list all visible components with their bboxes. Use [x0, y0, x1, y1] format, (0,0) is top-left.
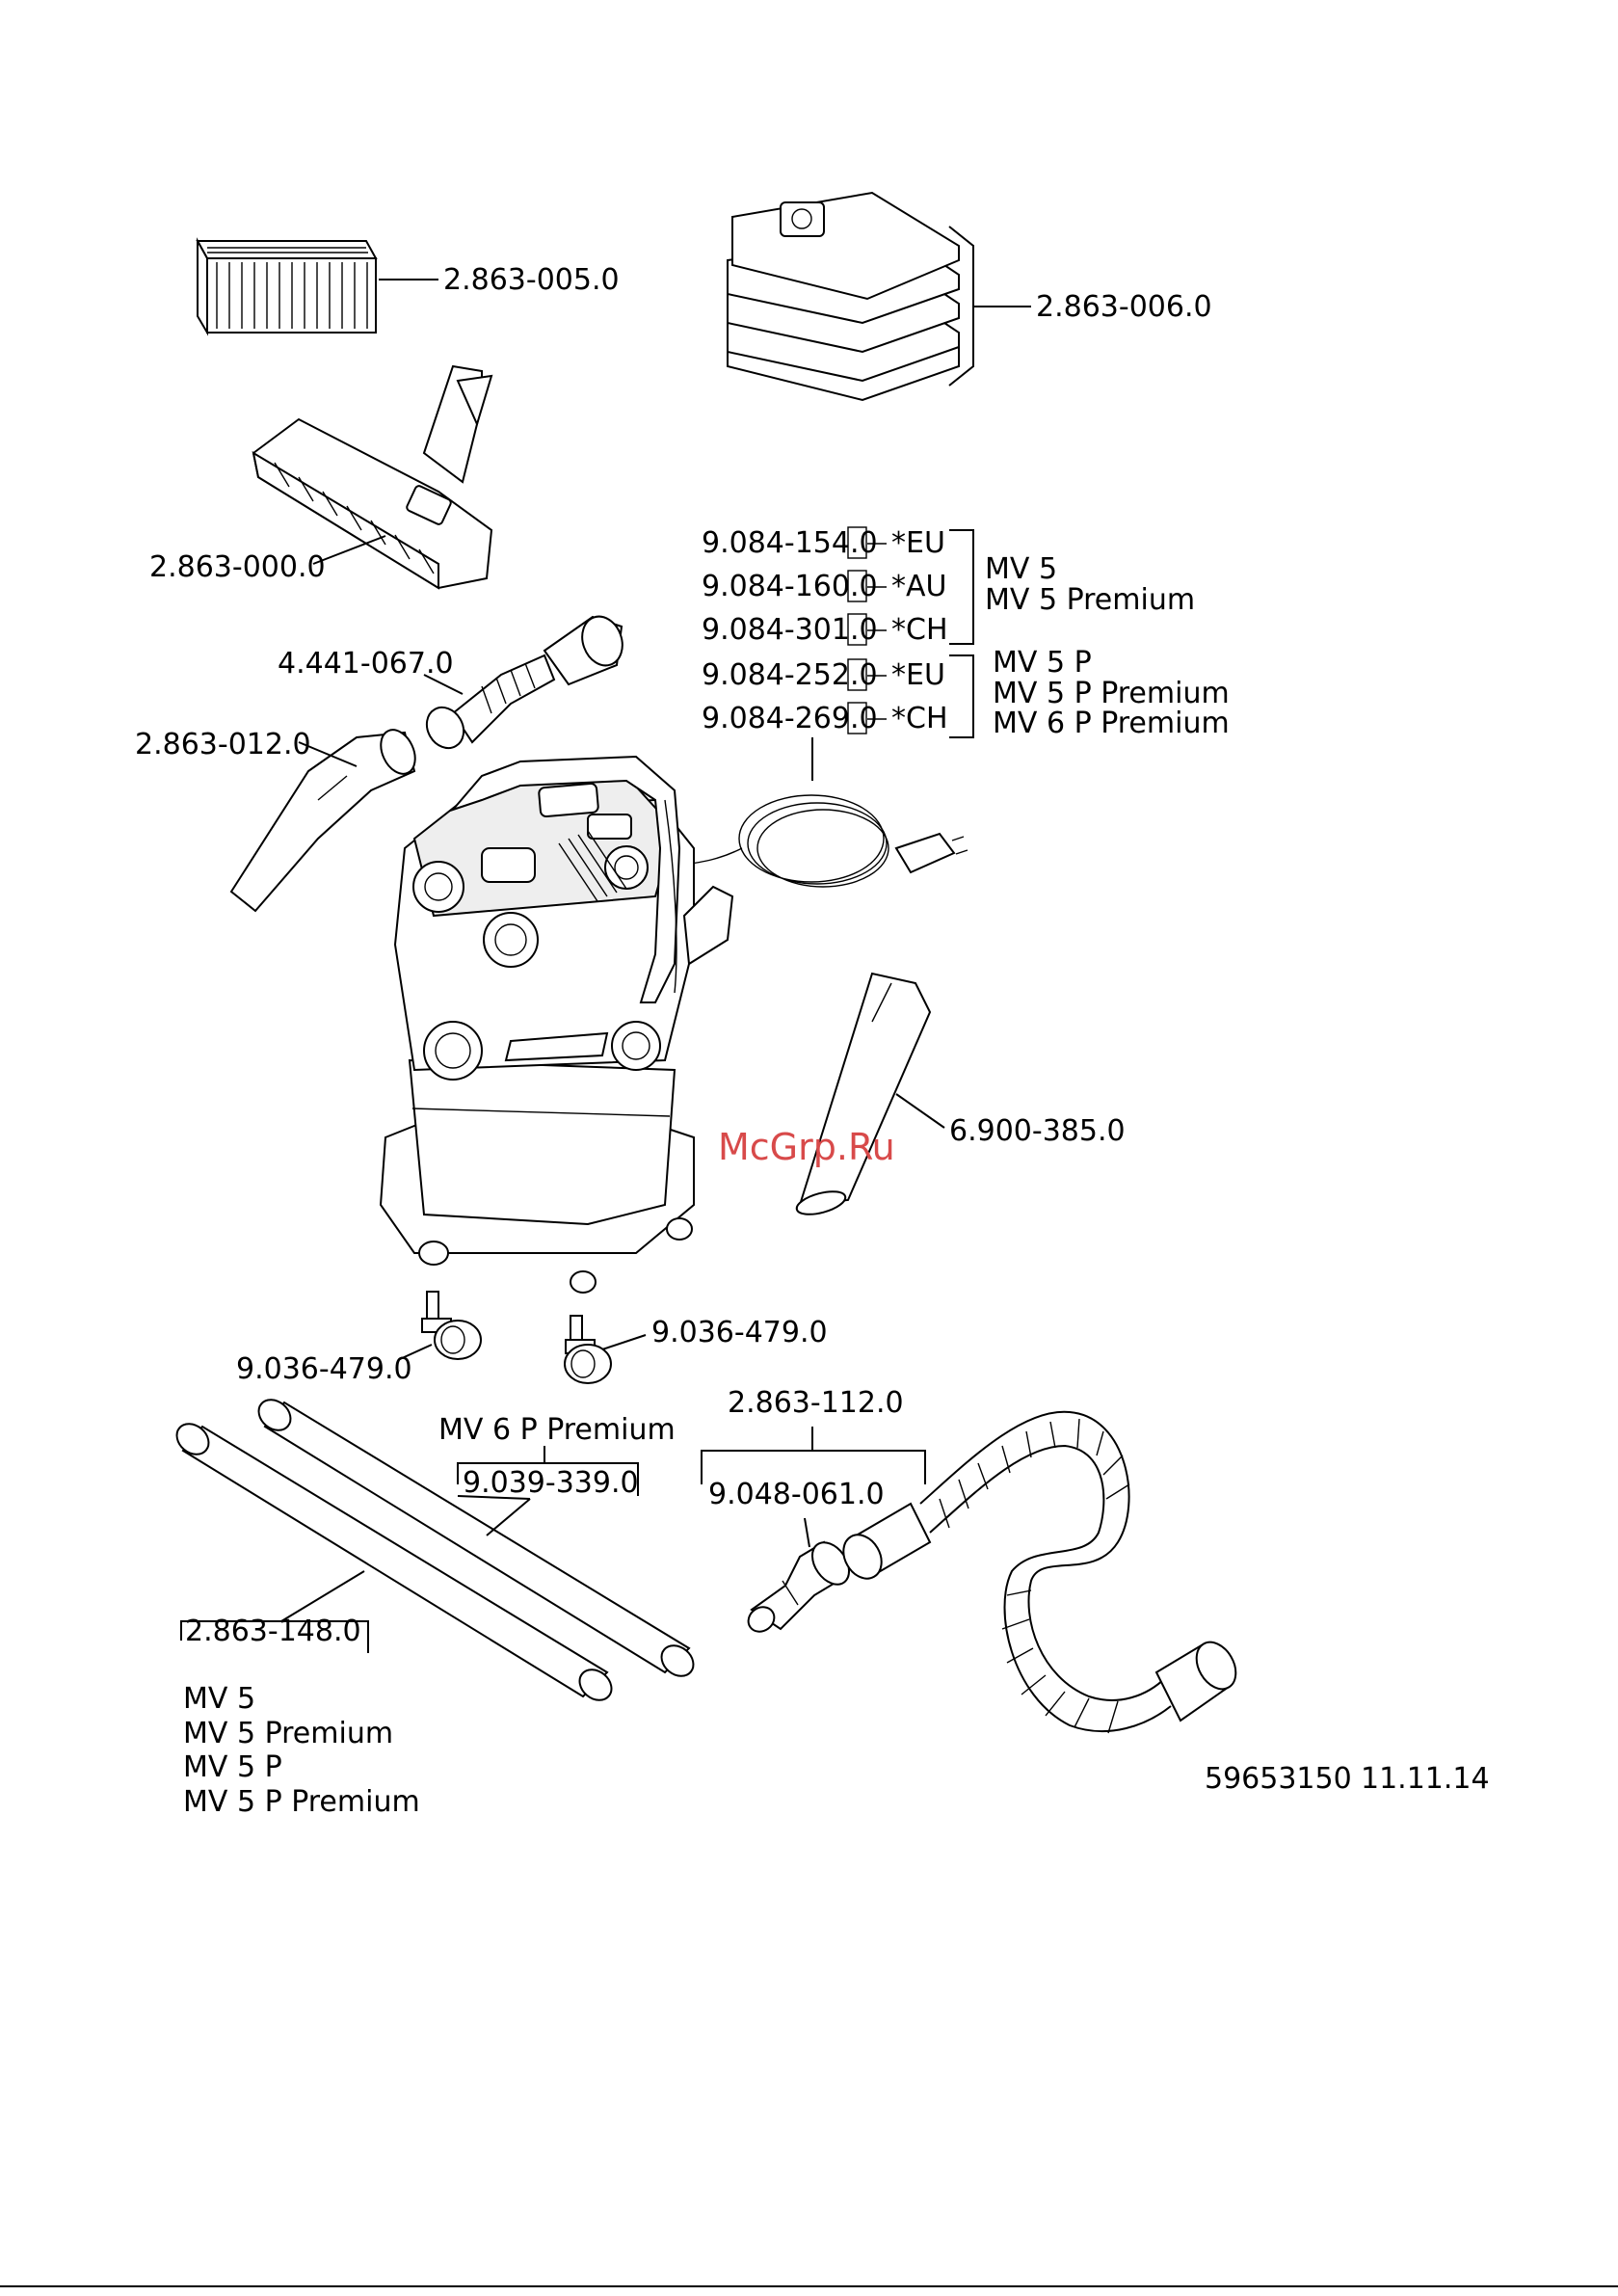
tube-mv5-part-number: 2.863-148.0 [185, 1615, 361, 1648]
vacuum-cleaner-drawing [379, 755, 734, 1294]
cord-row-3-part: 9.084-301.0 [702, 613, 878, 647]
doc-date: 11.11.14 [1361, 1762, 1490, 1796]
tube-mv5-model-1: MV 5 [183, 1682, 255, 1716]
hand-grip-drawing [229, 729, 416, 913]
cord-row-4-part: 9.084-252.0 [702, 658, 878, 692]
cord-row-2-region: *AU [891, 570, 946, 603]
cord-row-1-region: *EU [891, 526, 945, 560]
crevice-part-number: 6.900-385.0 [949, 1114, 1126, 1148]
adapter-part-number: 9.048-061.0 [708, 1478, 885, 1511]
floor-nozzle-part-number: 2.863-000.0 [149, 550, 326, 584]
power-cord-table: 9.084-154.0 *EU 9.084-160.0 *AU 9.084-30… [702, 526, 1230, 781]
flat-filter-drawing [196, 237, 378, 336]
cord-row-5-region: *CH [891, 702, 948, 735]
caster-left-part-number: 9.036-479.0 [236, 1352, 412, 1386]
suction-tube-1-drawing [175, 1423, 613, 1701]
watermark: McGrp.Ru [718, 1126, 895, 1168]
cord-group2-model-3: MV 6 P Premium [993, 707, 1230, 740]
bags-part-number: 2.863-006.0 [1036, 290, 1212, 324]
cord-row-4-region: *EU [891, 658, 945, 692]
flexible-hose-drawing [842, 1410, 1237, 1734]
hose-kit-part-number: 2.863-112.0 [728, 1386, 904, 1420]
elbow-hose-part-number: 4.441-067.0 [278, 647, 454, 681]
caster-left-drawing [421, 1291, 482, 1360]
cord-group2-model-2: MV 5 P Premium [993, 677, 1230, 710]
tube-mv6-model: MV 6 P Premium [438, 1413, 676, 1447]
tube-mv5-model-2: MV 5 Premium [183, 1717, 393, 1750]
suction-tube-2-drawing [257, 1399, 695, 1677]
filter-part-number: 2.863-005.0 [443, 263, 620, 297]
hand-grip-part-number: 2.863-012.0 [135, 728, 311, 761]
cord-group2-model-1: MV 5 P [993, 646, 1092, 680]
caster-right-drawing [564, 1315, 612, 1384]
cord-row-2-part: 9.084-160.0 [702, 570, 878, 603]
caster-right-part-number: 9.036-479.0 [651, 1316, 828, 1349]
power-cord-drawing [664, 794, 968, 888]
elbow-hose-drawing [425, 615, 623, 750]
filter-bags-drawing [727, 191, 960, 402]
crevice-tool-drawing [795, 972, 932, 1215]
cord-row-5-part: 9.084-269.0 [702, 702, 878, 735]
cord-group1-model-1: MV 5 [985, 552, 1057, 586]
tube-mv6-part-number: 9.039-339.0 [463, 1466, 639, 1500]
cord-row-1-part: 9.084-154.0 [702, 526, 878, 560]
cord-row-3-region: *CH [891, 613, 948, 647]
tube-mv5-model-4: MV 5 P Premium [183, 1785, 420, 1819]
floor-nozzle-drawing [252, 364, 493, 590]
cord-group1-model-2: MV 5 Premium [985, 583, 1195, 617]
tube-mv5-model-3: MV 5 P [183, 1750, 282, 1784]
doc-number: 59653150 [1205, 1762, 1352, 1796]
adapter-drawing [747, 1540, 851, 1633]
